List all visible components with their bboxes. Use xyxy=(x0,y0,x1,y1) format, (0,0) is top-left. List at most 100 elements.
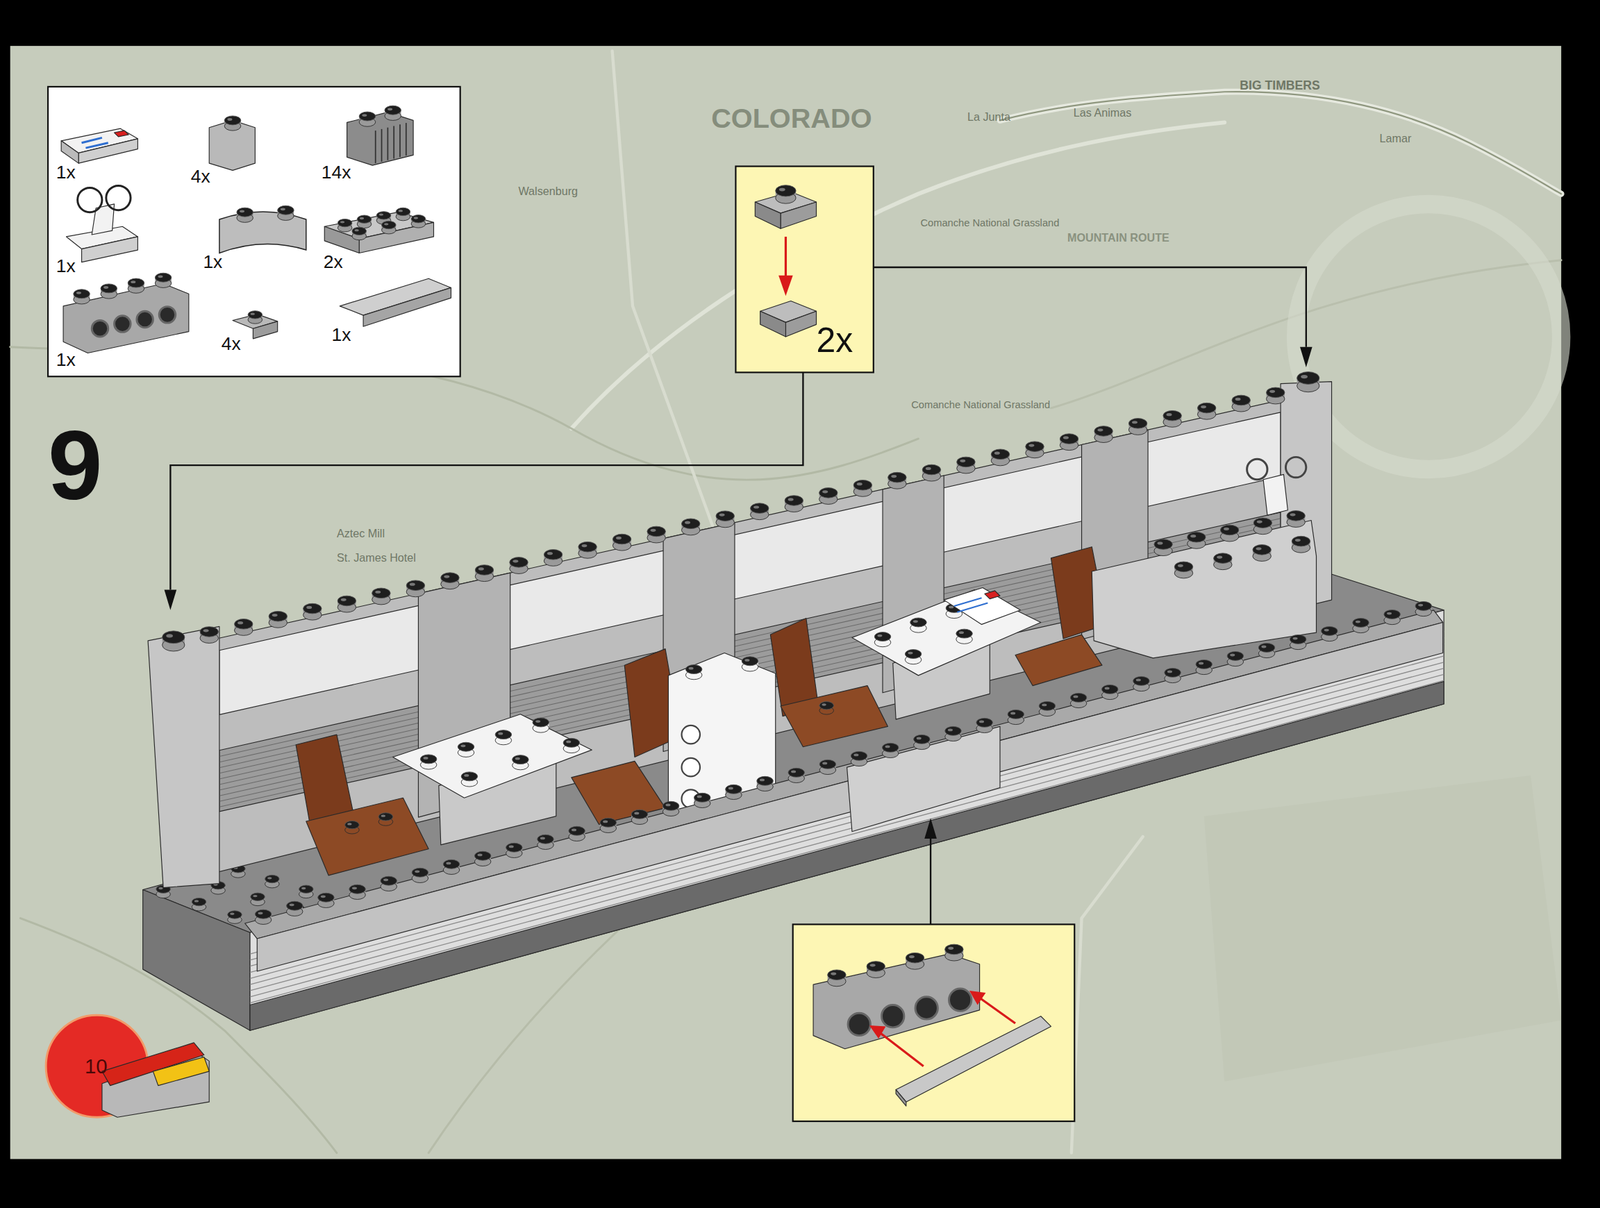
brick-shape xyxy=(681,758,700,777)
stud xyxy=(384,222,389,225)
brick-shape xyxy=(881,1005,905,1028)
brick-shape xyxy=(754,202,781,229)
parts-list-box xyxy=(47,86,461,377)
stud xyxy=(506,843,523,853)
stud xyxy=(885,745,891,749)
part-count: 1x xyxy=(331,325,352,344)
stud xyxy=(1258,643,1275,653)
stud xyxy=(976,718,994,728)
stud xyxy=(372,588,391,599)
stud xyxy=(744,659,750,662)
stud xyxy=(945,726,962,736)
brick-shape xyxy=(780,686,888,748)
stud xyxy=(1418,604,1423,607)
stud xyxy=(1295,538,1301,542)
step-number: 9 xyxy=(47,416,103,515)
stud xyxy=(265,875,280,883)
stud xyxy=(463,774,469,778)
stud xyxy=(697,795,703,799)
stud xyxy=(409,583,416,587)
stud xyxy=(406,580,425,591)
stud xyxy=(1355,620,1361,624)
stud xyxy=(956,456,975,468)
brick-shape xyxy=(152,1057,210,1087)
stud xyxy=(994,452,1000,455)
stud xyxy=(694,793,712,803)
stud xyxy=(457,742,475,752)
brick-shape xyxy=(847,1013,871,1036)
map-text: Comanche National Grassland xyxy=(911,400,1050,411)
stud xyxy=(286,901,304,911)
stud xyxy=(1261,645,1266,649)
stud xyxy=(375,590,381,594)
stud xyxy=(907,652,913,655)
leader-line xyxy=(170,372,803,590)
stud xyxy=(247,311,263,319)
map-text: COLORADO xyxy=(711,104,872,133)
stud xyxy=(788,768,805,778)
stud xyxy=(280,207,286,211)
stud xyxy=(379,213,384,216)
stud xyxy=(1197,402,1216,414)
stud xyxy=(615,536,622,540)
brick-shape xyxy=(813,954,980,1050)
stud xyxy=(318,893,335,903)
stud xyxy=(959,459,966,463)
stud xyxy=(1059,434,1078,445)
stud xyxy=(376,211,391,220)
brick-shape xyxy=(943,587,1021,625)
stud xyxy=(634,812,639,816)
stud xyxy=(443,859,460,869)
stud xyxy=(252,895,257,898)
map-text: BIG TIMBERS xyxy=(1239,79,1321,93)
brick-shape xyxy=(219,412,1281,715)
stud xyxy=(753,505,760,509)
part-count: 4x xyxy=(221,334,241,353)
stud xyxy=(411,868,429,878)
stud xyxy=(1038,701,1056,711)
brick-shape xyxy=(956,603,988,613)
brick-shape xyxy=(375,130,377,164)
brick-shape xyxy=(252,321,278,339)
stud xyxy=(154,272,172,282)
stud xyxy=(688,667,694,671)
brick-shape xyxy=(954,597,982,607)
stud xyxy=(685,665,703,675)
stud xyxy=(788,497,794,501)
stud xyxy=(532,718,550,728)
brick-shape xyxy=(147,626,220,888)
stud xyxy=(236,207,254,217)
stud xyxy=(565,740,571,744)
brick-shape xyxy=(879,1032,924,1066)
stud xyxy=(352,227,367,235)
page-number: 10 xyxy=(84,1056,108,1077)
stud xyxy=(1128,418,1147,430)
stud xyxy=(947,947,954,950)
stud xyxy=(662,801,680,811)
brick-shape xyxy=(1285,456,1306,478)
stud xyxy=(354,229,360,232)
brick-shape xyxy=(571,761,666,825)
map-ground xyxy=(10,45,1562,1160)
brick-shape xyxy=(256,622,1443,972)
stud xyxy=(76,291,82,295)
part-count: 1x xyxy=(56,163,76,182)
stud xyxy=(352,886,357,890)
stud xyxy=(784,495,803,507)
brick-shape xyxy=(780,202,816,229)
stud xyxy=(1289,634,1307,644)
parts-list-box: 1x4x14x1x1x2x1x4x1x xyxy=(47,86,461,377)
brick-shape xyxy=(159,306,176,324)
stud xyxy=(1321,626,1339,636)
brick-shape xyxy=(681,725,700,744)
stud xyxy=(827,970,846,981)
stud xyxy=(1167,670,1173,674)
stud xyxy=(1187,531,1206,543)
stud xyxy=(822,490,828,494)
stud xyxy=(250,312,255,315)
stud xyxy=(349,884,366,894)
stud xyxy=(289,903,295,907)
part-count: 1x xyxy=(56,256,76,275)
